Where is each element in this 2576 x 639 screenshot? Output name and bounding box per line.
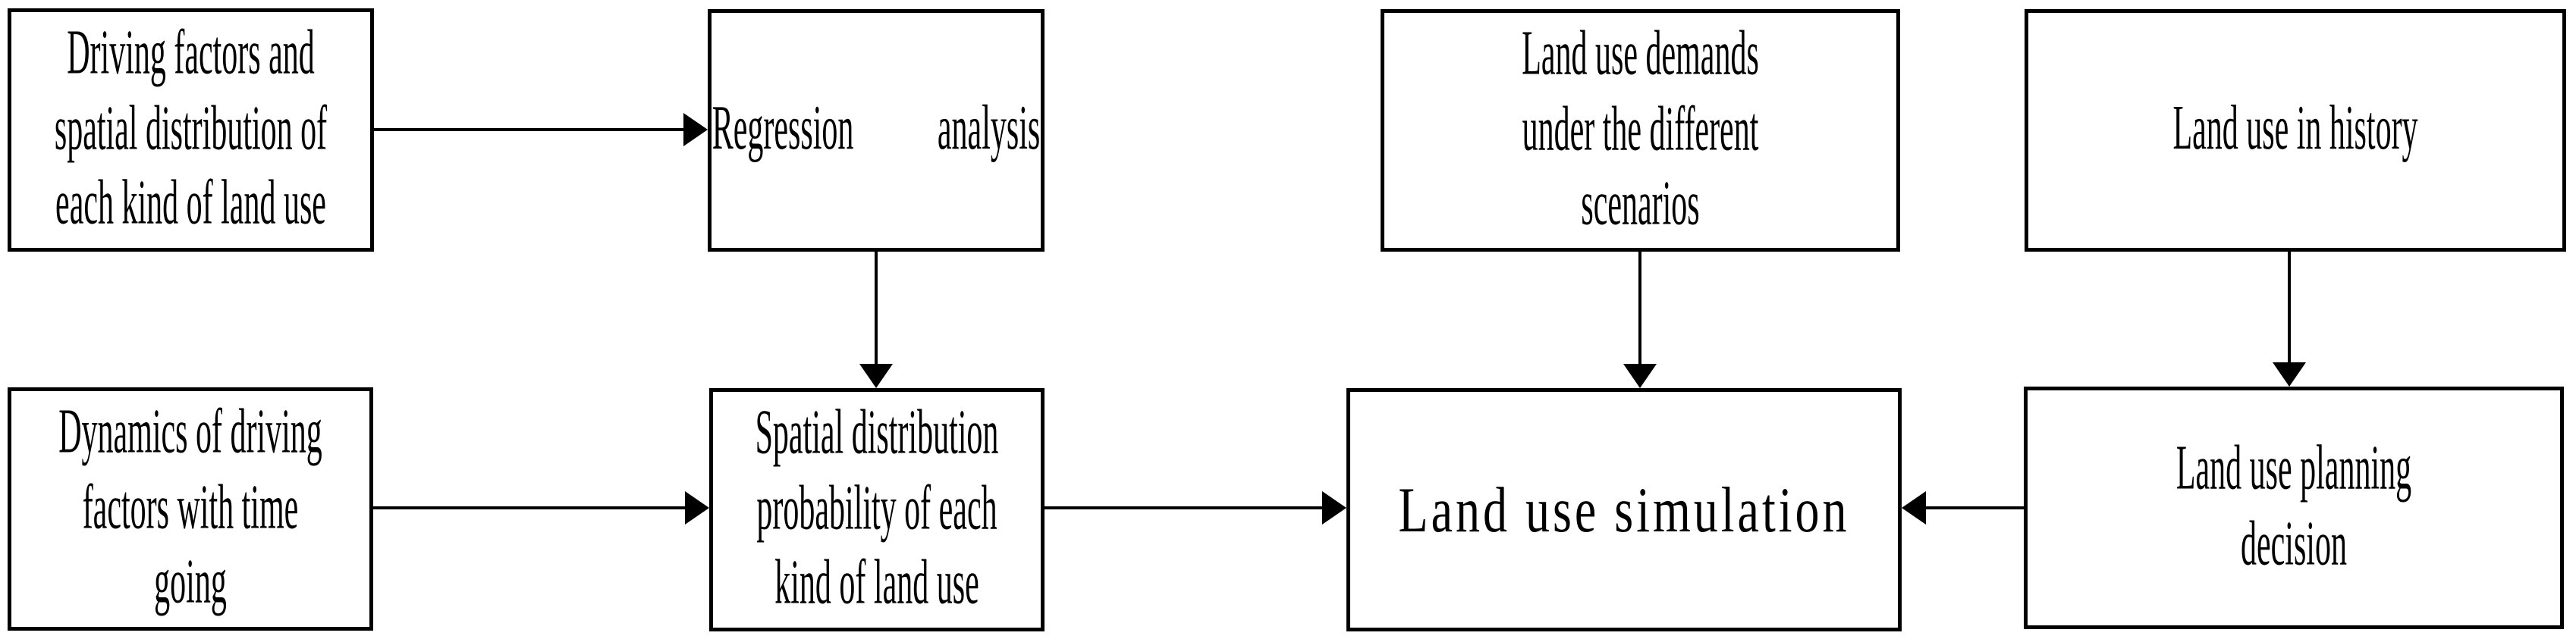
node-land-use-planning-decision: Land use planning decision bbox=[2024, 387, 2564, 629]
node-driving-factors-label: Driving factors and spatial distribution… bbox=[54, 18, 328, 240]
node-land-use-demands-label: Land use demands under the different sce… bbox=[1522, 19, 1759, 240]
arrowhead-right-icon bbox=[683, 113, 708, 146]
node-land-use-in-history: Land use in history bbox=[2025, 9, 2566, 252]
arrow-shaft bbox=[374, 128, 685, 131]
node-regression-analysis-label: Regression analysis bbox=[712, 94, 1041, 164]
node-spatial-distribution-probability: Spatial distribution probability of each… bbox=[709, 388, 1045, 631]
arrowhead-left-icon bbox=[1902, 491, 1926, 525]
arrowhead-down-icon bbox=[859, 364, 893, 388]
arrow-shaft bbox=[2288, 252, 2291, 364]
arrowhead-right-icon bbox=[1322, 491, 1346, 525]
node-dynamics-of-driving-factors: Dynamics of driving factors with time go… bbox=[8, 387, 373, 631]
arrow-shaft bbox=[875, 252, 878, 365]
node-regression-analysis: Regression analysis bbox=[708, 9, 1045, 252]
node-spatial-distribution-probability-label: Spatial distribution probability of each… bbox=[755, 398, 999, 619]
arrowhead-right-icon bbox=[685, 491, 709, 525]
node-land-use-planning-decision-label: Land use planning decision bbox=[2175, 434, 2412, 579]
node-land-use-simulation-label: Land use simulation bbox=[1398, 474, 1850, 546]
node-dynamics-of-driving-factors-label: Dynamics of driving factors with time go… bbox=[58, 397, 322, 619]
arrow-shaft bbox=[373, 506, 686, 509]
node-land-use-in-history-label: Land use in history bbox=[2172, 94, 2418, 164]
node-land-use-simulation: Land use simulation bbox=[1346, 388, 1902, 631]
arrowhead-down-icon bbox=[1623, 364, 1657, 388]
arrowhead-down-icon bbox=[2273, 362, 2306, 387]
arrow-shaft bbox=[1045, 506, 1324, 509]
node-driving-factors: Driving factors and spatial distribution… bbox=[8, 8, 374, 252]
arrow-shaft bbox=[1638, 252, 1641, 365]
arrow-shaft bbox=[1926, 506, 2024, 509]
node-land-use-demands: Land use demands under the different sce… bbox=[1381, 9, 1900, 252]
